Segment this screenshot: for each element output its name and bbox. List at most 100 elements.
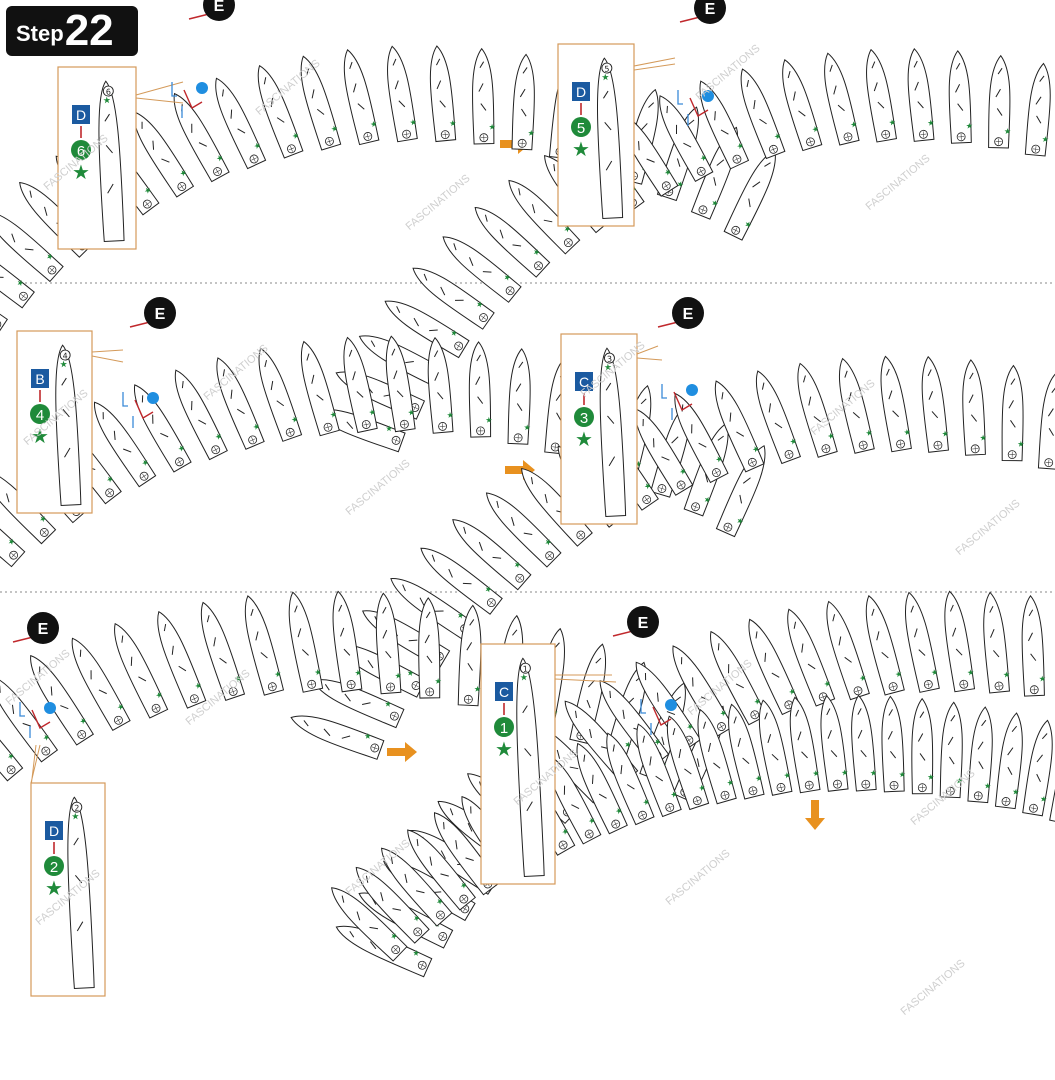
star-icon: ★ xyxy=(587,815,598,826)
star-icon: ★ xyxy=(726,777,735,788)
star-icon: ★ xyxy=(642,480,653,491)
part-number: 1 xyxy=(500,720,508,737)
feather: ★ xyxy=(755,370,802,465)
e-marker-icon xyxy=(672,297,704,329)
inset-tab-number: 4 xyxy=(62,351,68,360)
star-icon: ★ xyxy=(560,826,571,837)
feather: ★ xyxy=(636,723,682,818)
watermark-text: FASCINATIONS xyxy=(664,847,733,908)
star-icon: ★ xyxy=(44,251,55,262)
star-icon: ★ xyxy=(41,732,52,744)
part-letter-box xyxy=(572,82,590,101)
detail-inset: 3★C3★ xyxy=(560,333,663,525)
feather: ★ xyxy=(881,695,906,793)
star-icon: ★ xyxy=(71,812,80,822)
feather: ★ xyxy=(948,50,973,144)
feather-fans: ★★★★★★★★★★★★★★★★★★★★★★★★★★★★★★★★★★★★★★★★… xyxy=(0,45,1055,978)
star-icon: ★ xyxy=(37,513,48,524)
attach-dot-icon xyxy=(665,699,677,711)
star-icon: ★ xyxy=(394,671,402,681)
feather: ★ xyxy=(606,732,655,826)
star-icon: ★ xyxy=(697,783,707,794)
star-icon: ★ xyxy=(483,584,495,595)
feather: ★ xyxy=(94,401,157,488)
feather: ★ xyxy=(1001,364,1025,462)
attach-dot-icon xyxy=(196,82,208,94)
part-number: 3 xyxy=(580,410,588,427)
star-icon: ★ xyxy=(383,699,394,709)
feather: ★ xyxy=(659,95,714,183)
feather: ★ xyxy=(944,590,976,693)
star-icon: ★ xyxy=(641,797,651,808)
star-icon: ★ xyxy=(675,179,685,190)
feather: ★ xyxy=(429,45,457,143)
inset-leader-line xyxy=(633,57,676,71)
watermark-text: FASCINATIONS xyxy=(404,172,473,233)
star-icon: ★ xyxy=(31,424,49,448)
feather: ★ xyxy=(258,347,303,442)
step-word: Step xyxy=(16,21,64,46)
part-letter: D xyxy=(576,84,586,100)
red-guide-line xyxy=(31,709,51,730)
feather: ★ xyxy=(288,591,324,693)
number-circle xyxy=(44,856,64,876)
e-marker-label: E xyxy=(155,306,166,323)
star-icon: ★ xyxy=(488,122,495,131)
star-icon: ★ xyxy=(710,198,720,209)
part-letter: D xyxy=(49,823,59,839)
star-icon: ★ xyxy=(45,876,63,900)
star-icon: ★ xyxy=(735,515,745,526)
star-icon: ★ xyxy=(531,247,542,258)
part-letter-box xyxy=(575,372,593,391)
feather: ★ xyxy=(666,715,710,811)
feather: ★ xyxy=(407,829,476,911)
inset-feather: 3★ xyxy=(599,347,627,518)
star-icon: ★ xyxy=(411,948,422,958)
star-icon: ★ xyxy=(407,408,415,418)
blue-direction-icon xyxy=(171,82,183,118)
blue-direction-icon xyxy=(677,90,689,126)
feather-fan: ★★★★★★★★★★★★★★★★★★★★★★★★★★★★ xyxy=(0,590,725,803)
star-icon: ★ xyxy=(59,360,68,370)
star-icon: ★ xyxy=(735,140,745,151)
star-icon: ★ xyxy=(966,668,974,678)
feather: ★ xyxy=(0,210,64,283)
feather: ★ xyxy=(904,591,940,693)
feather: ★ xyxy=(634,408,694,496)
star-icon: ★ xyxy=(826,431,835,442)
star-icon: ★ xyxy=(543,536,554,547)
star-icon: ★ xyxy=(984,781,992,791)
inset-feather: 5★ xyxy=(597,57,624,220)
e-marker-icon xyxy=(27,612,59,644)
feather: ★ xyxy=(0,697,24,782)
feather: ★ xyxy=(30,654,94,746)
number-circle xyxy=(571,117,591,137)
star-icon: ★ xyxy=(434,677,441,686)
star-icon: ★ xyxy=(979,433,987,442)
star-icon: ★ xyxy=(623,739,632,750)
number-circle xyxy=(494,717,514,737)
star-icon: ★ xyxy=(362,731,373,741)
star-icon: ★ xyxy=(369,119,378,129)
feather: ★ xyxy=(71,637,131,732)
star-icon: ★ xyxy=(314,667,323,677)
star-icon: ★ xyxy=(743,219,753,230)
feather: ★ xyxy=(697,708,737,805)
star-icon: ★ xyxy=(446,410,454,420)
attach-dot-icon xyxy=(44,702,56,714)
feather: ★ xyxy=(157,610,207,709)
watermark-text: FASCINATIONS xyxy=(899,957,968,1018)
star-icon: ★ xyxy=(1041,135,1049,145)
feather: ★ xyxy=(257,64,304,159)
feather: ★ xyxy=(300,55,342,151)
star-icon: ★ xyxy=(523,423,531,432)
inset-tab-number: 2 xyxy=(74,804,80,813)
part-number: 5 xyxy=(577,120,585,137)
inset-tab-number: 5 xyxy=(604,64,610,73)
star-icon: ★ xyxy=(865,428,874,438)
star-icon: ★ xyxy=(685,721,696,732)
star-icon: ★ xyxy=(405,668,416,678)
feather: ★ xyxy=(174,369,228,461)
star-icon: ★ xyxy=(1012,787,1020,797)
feather: ★ xyxy=(576,742,628,835)
